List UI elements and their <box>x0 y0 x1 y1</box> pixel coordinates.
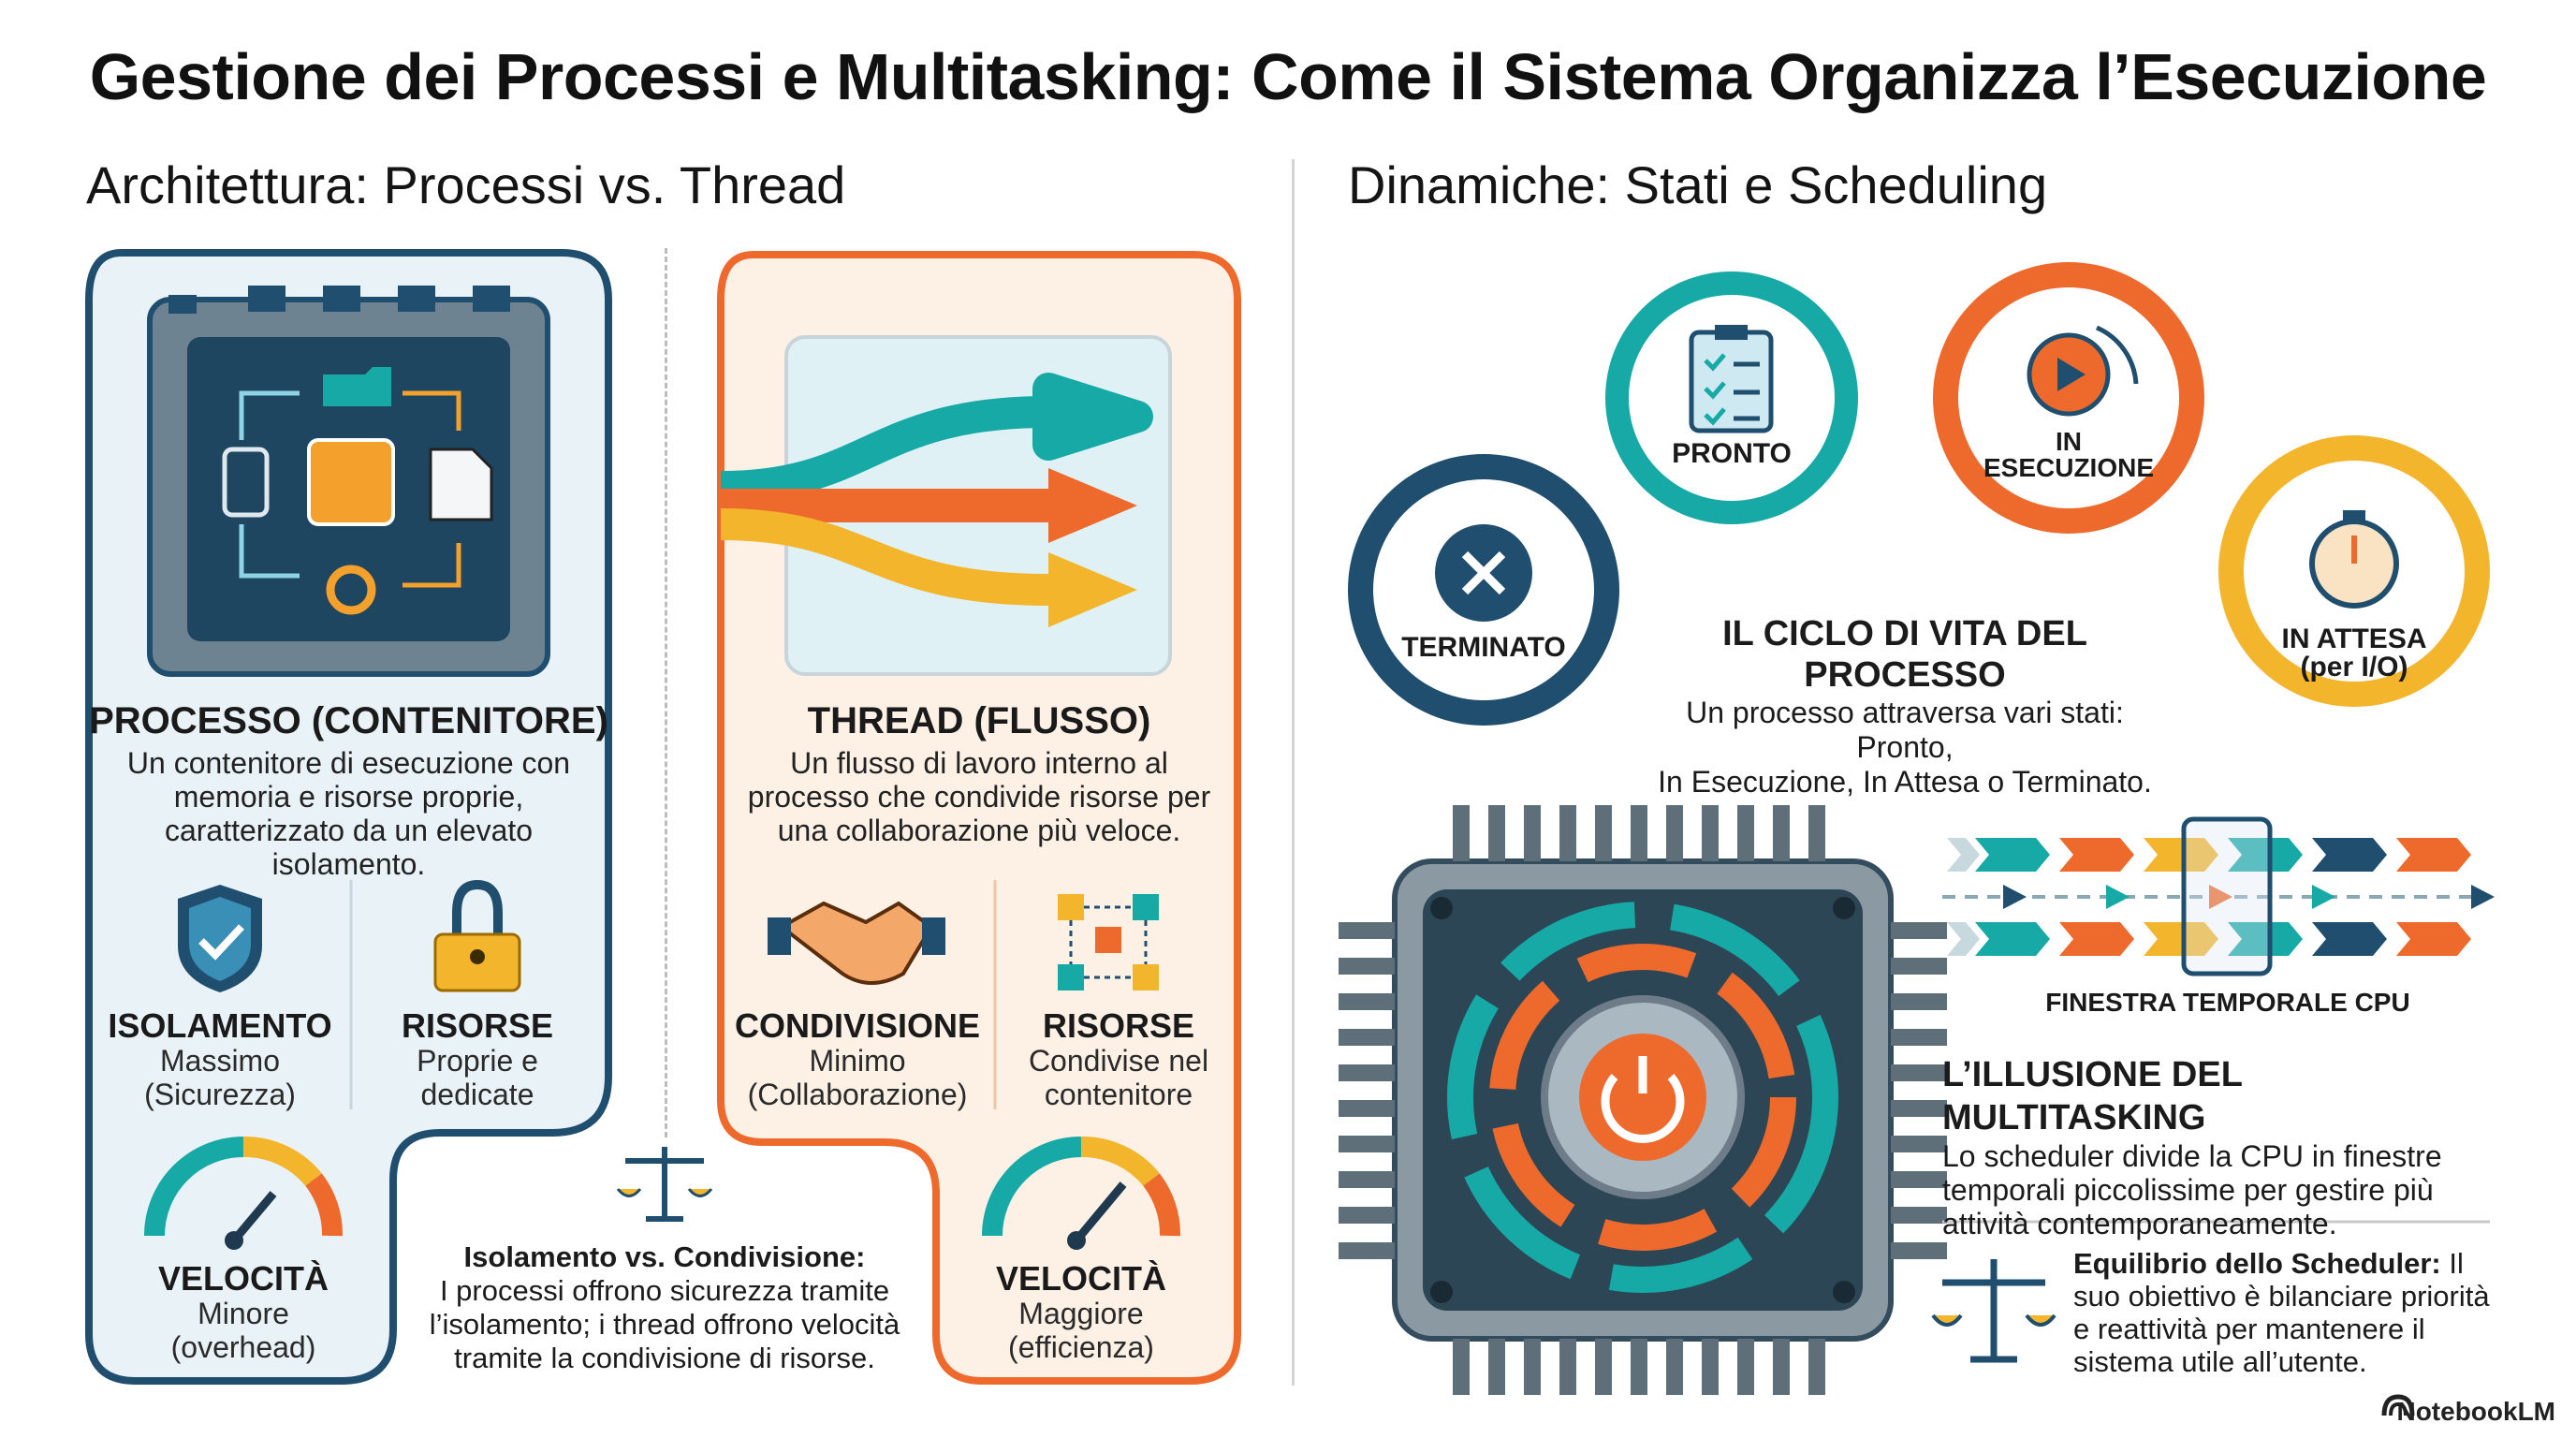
multitasking-block: L’ILLUSIONE DEL MULTITASKING Lo schedule… <box>1942 1053 2504 1240</box>
multitasking-line: Lo scheduler divide la CPU in finestre <box>1942 1139 2442 1173</box>
risorse-thread-label: RISORSE <box>1042 1006 1195 1045</box>
section-divider <box>1292 159 1295 1386</box>
state-attesa-label: IN ATTESA (per I/O) <box>2281 624 2427 682</box>
compare-note-line: I processi offrono sicurezza tramite <box>439 1274 890 1307</box>
thread-flow-icon <box>720 335 1172 676</box>
processo-title: PROCESSO (CONTENITORE) <box>89 700 608 741</box>
multitasking-title: L’ILLUSIONE DEL MULTITASKING <box>1942 1055 2243 1137</box>
compare-note-title: Isolamento vs. Condivisione: <box>463 1240 866 1273</box>
lifecycle-line: In Esecuzione, In Attesa o Terminato. <box>1658 765 2152 799</box>
panel-divider <box>665 248 667 1137</box>
balance-block: Equilibrio dello Scheduler: Il suo obiet… <box>2073 1247 2513 1378</box>
left-section-heading: Architettura: Processi vs. Thread <box>86 155 846 214</box>
balance-scale-icon <box>616 1147 713 1222</box>
right-section-heading: Dinamiche: Stati e Scheduling <box>1348 155 2048 214</box>
lifecycle-block: IL CICLO DI VITA DEL PROCESSO Un process… <box>1643 613 2167 800</box>
handshake-icon <box>768 901 945 985</box>
velocita-processo-label: VELOCITÀ <box>157 1259 329 1298</box>
balance-line: sistema utile all’utente. <box>2073 1345 2367 1378</box>
lifecycle-line: Un processo attraversa vari stati: Pront… <box>1686 696 2124 764</box>
compare-note: Isolamento vs. Condivisione: I processi … <box>417 1240 913 1375</box>
compare-note-line: l’isolamento; i thread offrono velocità <box>429 1308 900 1341</box>
processo-description: Un contenitore di esecuzione con memoria… <box>126 746 571 881</box>
state-esecuzione-circle <box>1933 262 2204 534</box>
balance-line: suo obiettivo è bilanciare priorità <box>2073 1280 2490 1313</box>
state-terminato-label: TERMINATO <box>1401 632 1566 663</box>
balance-line: e reattività per mantenere il <box>2073 1313 2425 1345</box>
cpu-pins <box>1339 805 1947 1395</box>
risorse-processo-label: RISORSE <box>401 1006 554 1045</box>
network-icon <box>1058 894 1159 990</box>
state-attesa-circle <box>2218 435 2490 707</box>
process-chip-icon <box>147 286 550 677</box>
condivisione-label: CONDIVISIONE <box>735 1006 981 1045</box>
time-slice-row-top <box>1947 838 2471 872</box>
cpu-window-frame <box>2181 816 2273 976</box>
compare-note-line: tramite la condivisione di risorse. <box>454 1342 875 1374</box>
velocita-thread-value: Maggiore (efficienza) <box>1008 1297 1154 1364</box>
state-pronto-circle <box>1605 271 1858 524</box>
balance-title: Equilibrio dello Scheduler: <box>2073 1247 2441 1280</box>
notebooklm-logo-icon <box>2381 1394 2415 1416</box>
isolamento-label: ISOLAMENTO <box>108 1006 332 1045</box>
time-slice-row-bottom <box>1947 922 2471 956</box>
risorse-processo-value: Proprie e dedicate <box>417 1044 538 1111</box>
velocita-thread-label: VELOCITÀ <box>995 1259 1166 1298</box>
balance-scale-right-icon <box>1931 1259 2056 1363</box>
state-esecuzione-label: IN ESECUZIONE <box>1983 427 2155 482</box>
multitasking-line: temporali piccolissime per gestire più <box>1942 1173 2434 1207</box>
time-slice-diagram <box>1942 816 2495 976</box>
condivisione-value: Minimo (Collaborazione) <box>747 1044 968 1111</box>
cpu-chip-icon <box>1392 858 1894 1342</box>
shield-icon <box>178 885 262 992</box>
notebooklm-brand: NotebookLM <box>2396 1397 2555 1426</box>
isolamento-value: Massimo (Sicurezza) <box>144 1044 296 1111</box>
velocita-processo-value: Minore (overhead) <box>170 1297 316 1364</box>
balance-first-line: Il <box>2440 1247 2464 1280</box>
time-slice-row-middle <box>1942 885 2495 909</box>
lifecycle-title: IL CICLO DI VITA DEL PROCESSO <box>1722 614 2087 695</box>
speed-gauge-high-icon <box>982 1136 1180 1250</box>
state-terminato-circle <box>1348 454 1619 726</box>
speed-gauge-low-icon <box>144 1136 343 1250</box>
lock-icon <box>433 879 521 992</box>
risorse-thread-value: Condivise nel contenitore <box>1028 1044 1209 1111</box>
thread-title: THREAD (FLUSSO) <box>807 700 1151 741</box>
state-pronto-label: PRONTO <box>1672 438 1792 469</box>
thread-description: Un flusso di lavoro interno al processo … <box>747 746 1211 847</box>
time-window-label: FINESTRA TEMPORALE CPU <box>2045 988 2410 1017</box>
multitasking-line: attività contemporaneamente. <box>1942 1207 2337 1240</box>
page-title: Gestione dei Processi e Multitasking: Co… <box>89 40 2487 113</box>
